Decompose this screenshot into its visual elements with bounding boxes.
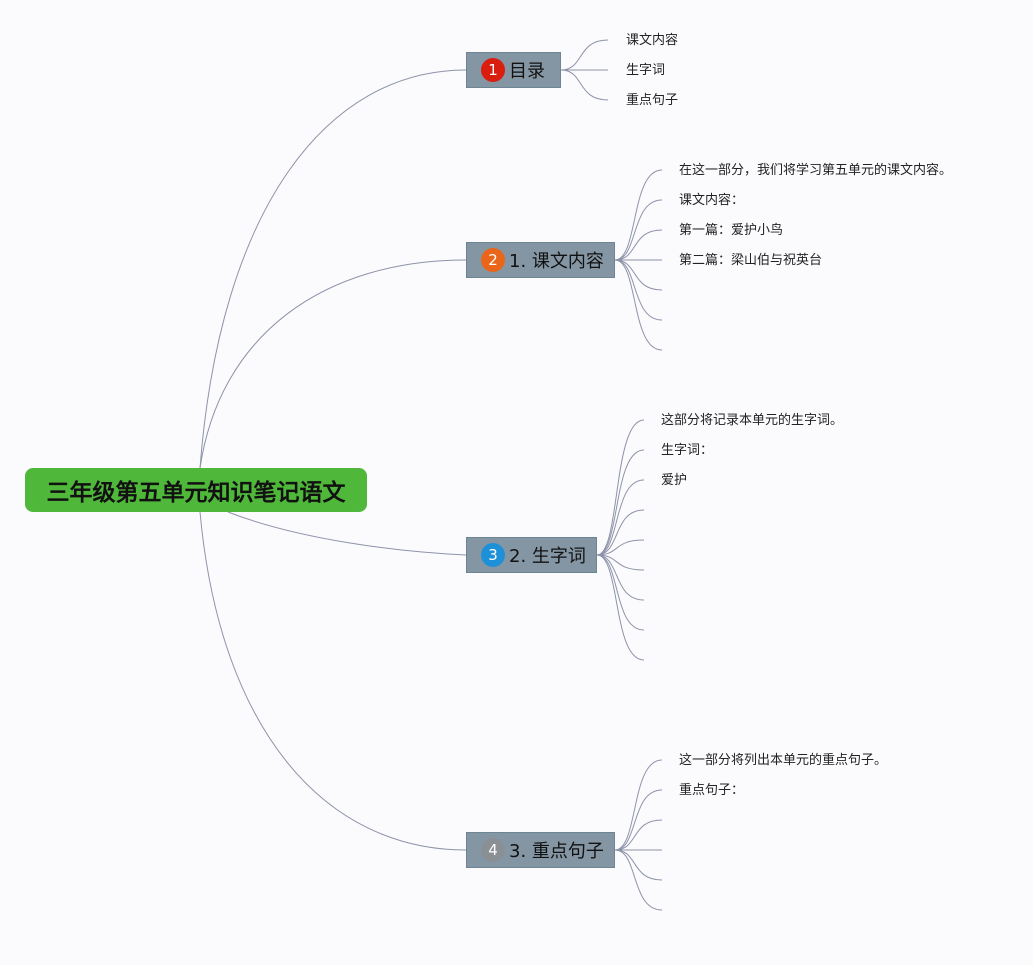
leaf-item[interactable]: 第一篇：爱护小鸟 (679, 223, 784, 238)
empty-leaf-line (596, 539, 645, 556)
leaf-item[interactable]: 课文内容 (626, 33, 679, 48)
number-badge-icon: 1 (481, 58, 505, 82)
leaf-connector-line (614, 759, 663, 851)
leaf-connector-line (596, 479, 645, 556)
leaf-connector-line (614, 169, 663, 261)
leaf-item[interactable]: 这一部分将列出本单元的重点句子。 (679, 753, 888, 768)
branch-label: 2. 生字词 (509, 546, 586, 567)
root-connector-line (199, 511, 467, 851)
number-badge-icon: 4 (481, 838, 505, 862)
branch-sentences[interactable]: 4 3. 重点句子 (466, 832, 615, 868)
empty-leaf-line (614, 849, 663, 911)
empty-leaf-line (596, 554, 645, 601)
leaf-item[interactable]: 生字词： (661, 443, 714, 458)
leaf-connector-line (614, 229, 663, 261)
empty-leaf-line (596, 554, 645, 631)
leaf-item[interactable]: 重点句子： (679, 783, 745, 798)
branch-label: 目录 (509, 61, 545, 82)
empty-leaf-line (596, 554, 645, 661)
branch-label: 3. 重点句子 (509, 841, 604, 862)
leaf-connector-line (614, 789, 663, 851)
leaf-item[interactable]: 在这一部分，我们将学习第五单元的课文内容。 (679, 163, 953, 178)
root-topic[interactable]: 三年级第五单元知识笔记语文 (25, 468, 367, 512)
leaf-item[interactable]: 爱护 (661, 473, 688, 488)
root-connector-line (199, 69, 467, 469)
empty-leaf-line (614, 259, 663, 351)
empty-leaf-line (614, 259, 663, 321)
branch-toc[interactable]: 1 目录 (466, 52, 561, 88)
empty-leaf-line (596, 509, 645, 556)
empty-leaf-line (614, 849, 663, 881)
number-badge-icon: 2 (481, 248, 505, 272)
root-title: 三年级第五单元知识笔记语文 (46, 480, 346, 506)
leaf-connector-line (596, 449, 645, 556)
root-connector-line (199, 259, 467, 469)
leaf-connector-line (596, 419, 645, 556)
leaf-item[interactable]: 重点句子 (626, 93, 679, 108)
empty-leaf-line (614, 259, 663, 291)
leaf-item[interactable]: 第二篇：梁山伯与祝英台 (679, 253, 823, 268)
empty-leaf-line (614, 819, 663, 851)
leaf-item[interactable]: 课文内容： (679, 193, 745, 208)
root-connector-line (227, 511, 467, 556)
empty-leaf-line (596, 554, 645, 571)
branch-lessons[interactable]: 2 1. 课文内容 (466, 242, 615, 278)
leaf-connector-line (614, 199, 663, 261)
number-badge-icon: 3 (481, 543, 505, 567)
branch-label: 1. 课文内容 (509, 251, 604, 272)
leaf-item[interactable]: 这部分将记录本单元的生字词。 (661, 413, 844, 428)
branch-vocab[interactable]: 3 2. 生字词 (466, 537, 597, 573)
leaf-connector-line (560, 69, 609, 101)
leaf-item[interactable]: 生字词 (626, 63, 666, 78)
leaf-connector-line (560, 39, 609, 71)
